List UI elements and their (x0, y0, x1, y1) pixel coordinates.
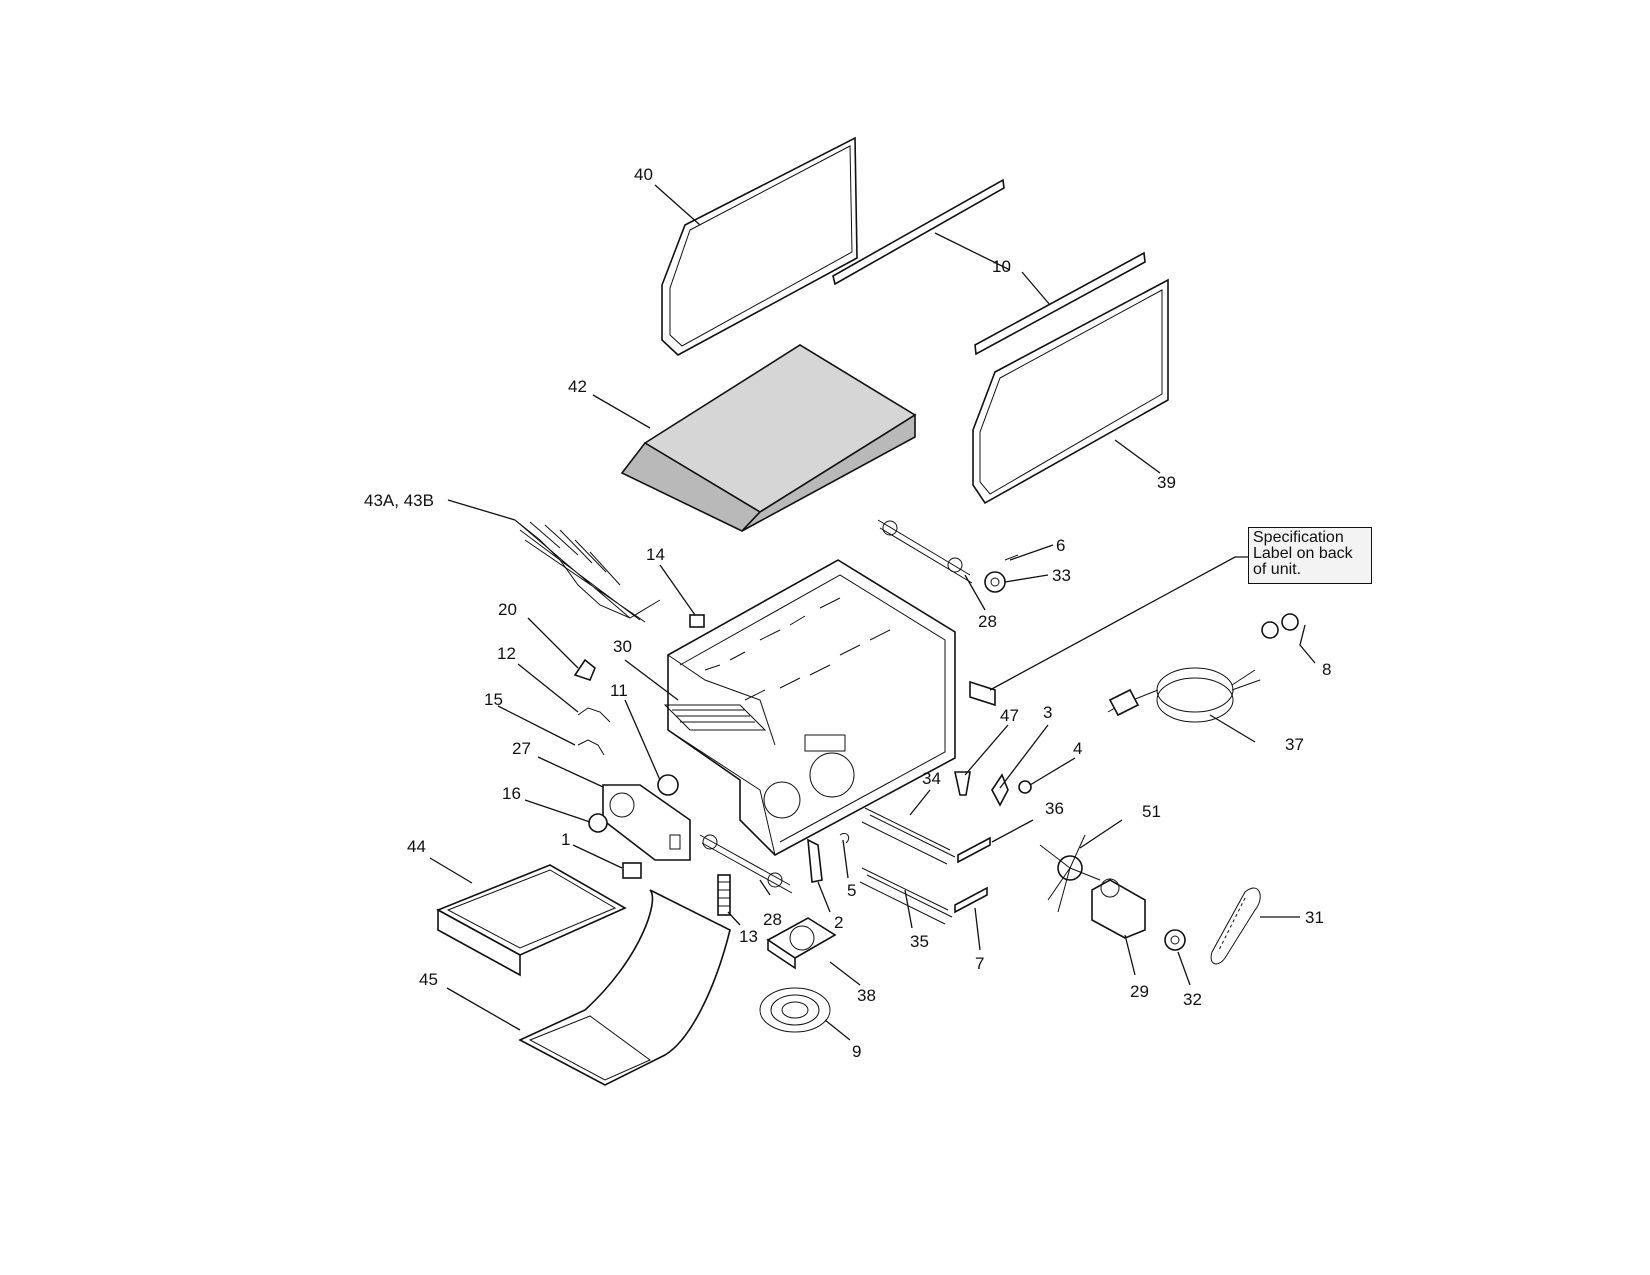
part-32-sprocket (1164, 929, 1186, 951)
part-36-bracket (957, 836, 991, 864)
callout-20: 20 (498, 600, 517, 619)
specification-label-note: Specification Label on back of unit. (1248, 527, 1372, 584)
callout-39: 39 (1157, 473, 1176, 492)
callout-4: 4 (1073, 739, 1082, 758)
callout-45: 45 (419, 970, 438, 989)
callout-38: 38 (857, 986, 876, 1005)
spec-line-3: of unit. (1253, 561, 1302, 578)
callout-6: 6 (1056, 536, 1065, 555)
callout-47: 47 (1000, 706, 1019, 725)
main-housing (663, 559, 956, 856)
part-4-nut (1018, 780, 1032, 794)
part-3-bracket (991, 773, 1009, 807)
callout-29: 29 (1130, 982, 1149, 1001)
part-1-switch (622, 862, 642, 879)
part-5-clip (839, 832, 850, 844)
callout-51: 51 (1142, 802, 1161, 821)
callout-42: 42 (568, 377, 587, 396)
part-16-knob (588, 813, 608, 833)
callout-labels: 40 10 42 39 43A, 43B 14 6 33 28 20 30 12… (364, 165, 1331, 1061)
callout-30: 30 (613, 637, 632, 656)
part-9-guard (759, 987, 831, 1033)
callout-3: 3 (1043, 703, 1052, 722)
spec-line-2: Label on back (1253, 545, 1353, 562)
part-42-top-cover (620, 344, 917, 532)
part-37-power-cord (1107, 667, 1261, 723)
part-8-connector (1261, 613, 1299, 639)
part-45-chute (518, 889, 731, 1086)
callout-43a-43b: 43A, 43B (364, 491, 434, 510)
part-43-rack (514, 519, 661, 623)
callout-2: 2 (834, 913, 843, 932)
callout-35: 35 (910, 932, 929, 951)
callout-12: 12 (497, 644, 516, 663)
part-44-tray (436, 864, 627, 977)
part-47-sensor (954, 771, 971, 796)
part-13-terminal (717, 874, 731, 916)
part-10-strips (832, 178, 1146, 356)
part-12-15-small (577, 707, 611, 756)
part-34-element (861, 807, 956, 865)
part-7-bracket (954, 886, 988, 914)
callout-14: 14 (646, 545, 665, 564)
callout-31: 31 (1305, 908, 1324, 927)
part-11-switch (657, 774, 679, 796)
part-14-clip (689, 614, 705, 628)
part-33-sprocket (984, 554, 1019, 593)
callout-34: 34 (922, 769, 941, 788)
callout-37: 37 (1285, 735, 1304, 754)
callout-32: 32 (1183, 990, 1202, 1009)
part-51-fan-blade (1039, 834, 1101, 913)
callout-40: 40 (634, 165, 653, 184)
callout-28-bottom: 28 (763, 910, 782, 929)
spec-line-1: Specification (1253, 529, 1344, 546)
callout-27: 27 (512, 739, 531, 758)
callout-1: 1 (561, 830, 570, 849)
spec-label-plate (969, 680, 996, 707)
callout-44: 44 (407, 837, 426, 856)
leader-lines (429, 184, 1316, 1041)
part-31-chain (1210, 887, 1261, 965)
part-28-shafts (699, 519, 973, 894)
callout-33: 33 (1052, 566, 1071, 585)
callout-5: 5 (847, 881, 856, 900)
callout-10: 10 (992, 257, 1011, 276)
part-20-bracket (573, 658, 596, 681)
callout-36: 36 (1045, 799, 1064, 818)
callout-11: 11 (610, 681, 628, 700)
callout-28-top: 28 (978, 612, 997, 631)
part-27-control-panel (602, 784, 691, 861)
callout-15: 15 (484, 690, 503, 709)
callout-8: 8 (1322, 660, 1331, 679)
part-38-fan (766, 917, 837, 970)
part-39-side-panel (972, 278, 1169, 505)
callout-13: 13 (739, 927, 758, 946)
callout-7: 7 (975, 954, 984, 973)
part-35-element (859, 867, 953, 925)
callout-16: 16 (502, 784, 521, 803)
part-40-side-panel (661, 136, 858, 356)
callout-9: 9 (852, 1042, 861, 1061)
part-29-motor (1091, 878, 1146, 939)
part-2-bracket (807, 838, 823, 883)
